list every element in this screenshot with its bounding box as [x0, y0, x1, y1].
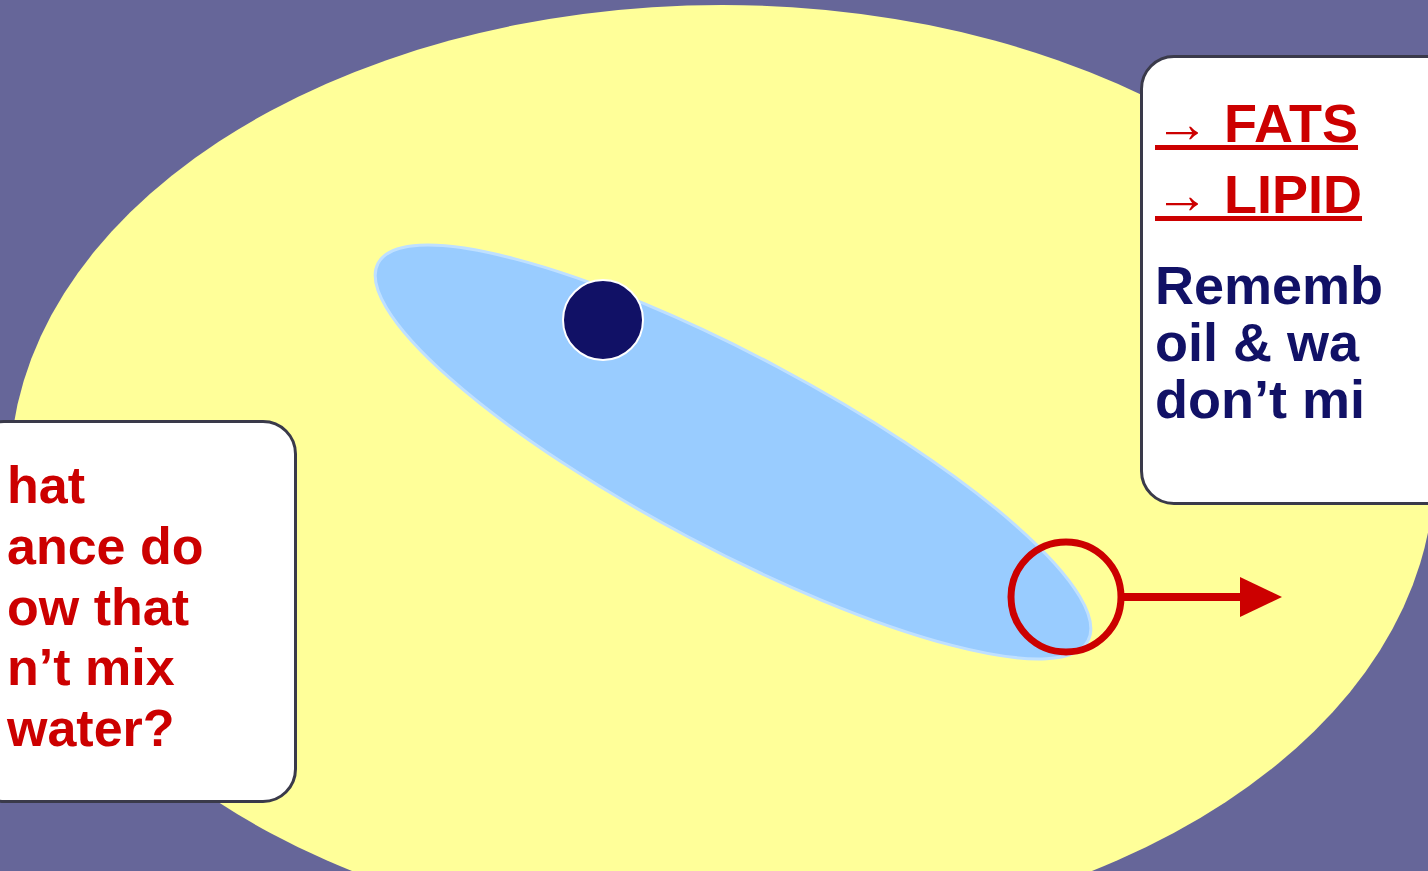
- nucleus-dot: [563, 280, 643, 360]
- organelle: [333, 179, 1133, 726]
- reminder-note: Rememb oil & wa don’t mi: [1155, 257, 1417, 429]
- pointer-arrowhead: [1240, 577, 1282, 617]
- term-heading: → FATS: [1155, 88, 1428, 159]
- term-heading: → LIPID: [1155, 159, 1428, 230]
- pointer-arrow-line: [1121, 593, 1244, 601]
- callout-box: → FATS→ LIPID Rememb oil & wa don’t mi: [1140, 55, 1428, 505]
- question-box: hat ance do ow that n’t mix water?: [0, 420, 297, 803]
- highlight-circle: [1011, 542, 1121, 652]
- question-text: hat ance do ow that n’t mix water?: [7, 455, 211, 759]
